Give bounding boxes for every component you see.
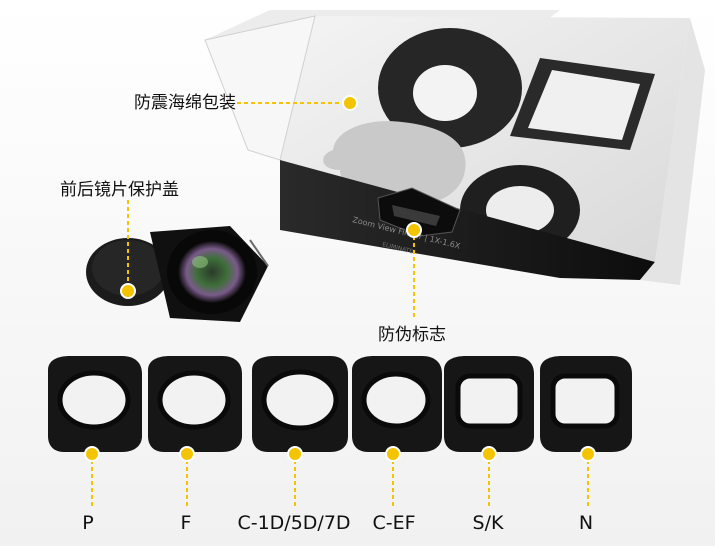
marker-dot-cap [120, 283, 136, 299]
eyecup-label-f: F [180, 512, 192, 534]
viewfinder-lens [86, 226, 269, 322]
eyecup-c-1d [252, 356, 348, 452]
callout-anti-fake: 防伪标志 [378, 325, 446, 345]
marker-dot-anti-fake [406, 222, 422, 238]
marker-dot-c-1d [287, 446, 303, 462]
eyecup-n [540, 356, 632, 452]
marker-dot-f [179, 446, 195, 462]
packaging-box [204, 10, 705, 285]
marker-dot-n [580, 446, 596, 462]
eyecup-label-c-ef: C-EF [372, 512, 416, 534]
callout-lens-cap: 前后镜片保护盖 [60, 180, 179, 200]
eyecup-label-c-1d: C-1D/5D/7D [237, 512, 351, 534]
eyecup-s-k [444, 356, 534, 452]
marker-dot-p [84, 446, 100, 462]
marker-dot-c-ef [385, 446, 401, 462]
eyecup-p [48, 356, 142, 452]
eyecup-f [148, 356, 242, 452]
annotation-leaders [84, 95, 596, 508]
marker-dot-s-k [481, 446, 497, 462]
eyecup-label-p: P [82, 512, 94, 534]
eyecup-c-ef [352, 356, 442, 452]
eyecup-label-s-k: S/K [472, 512, 504, 534]
marker-dot-foam [342, 95, 358, 111]
callout-foam-packaging: 防震海绵包装 [134, 93, 236, 113]
eyecup-label-n: N [578, 512, 594, 534]
eyecup-row [48, 356, 632, 452]
